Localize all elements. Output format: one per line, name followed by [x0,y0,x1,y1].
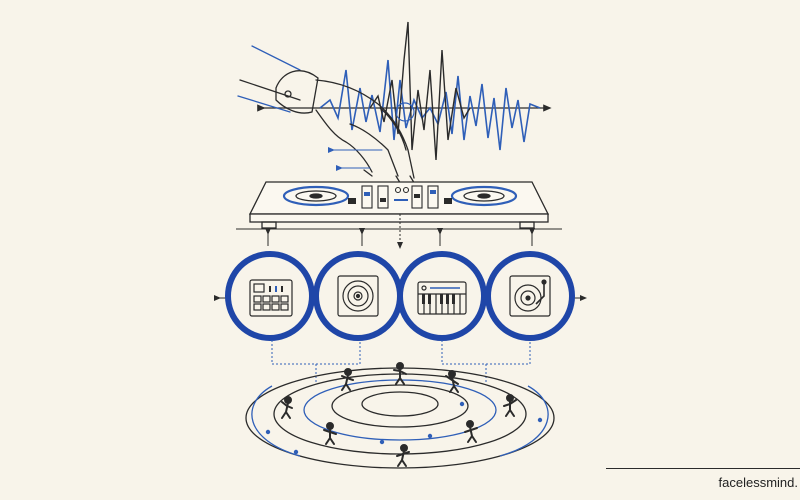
keyboard-synth-icon [417,281,467,315]
controller-foot-right [519,221,535,229]
cuff [275,70,319,114]
turntable-module [313,251,403,341]
right-jog-wheel [450,185,518,207]
sleeve-line-2 [239,79,301,101]
mixer-section [348,185,452,209]
site-watermark: facelessmind. [606,468,800,490]
small-dancers [265,401,543,455]
sound-waveform [257,21,552,161]
dancer [323,422,337,445]
drum-pad-icon [249,279,293,317]
module-circles [214,251,587,341]
sleeve-line-3 [237,95,291,113]
dancers [281,362,517,467]
modules-to-floor-connectors [271,340,531,384]
dance-floor [245,367,555,469]
dancer [341,368,354,391]
controller-foot-left [261,221,277,229]
dancer [445,370,459,393]
waveform-black [369,21,471,161]
record-player-icon [509,275,551,317]
turntable-icon [337,275,379,317]
drum-pad-module [225,251,315,341]
keyboard-synth-module [397,251,487,341]
dancer [464,420,478,443]
left-jog-wheel [282,185,350,207]
waveform-focus-ring [395,102,415,122]
cuff-button [284,90,292,98]
dj-controller [236,181,562,230]
dancer [393,362,407,385]
controller-to-modules-connectors [265,214,535,249]
record-player-module [485,251,575,341]
controller-base [249,213,549,223]
dancer [503,394,517,417]
sleeve-line-1 [251,45,301,71]
dancer [396,444,410,467]
hand-outline [315,79,415,179]
dancer [281,396,293,419]
